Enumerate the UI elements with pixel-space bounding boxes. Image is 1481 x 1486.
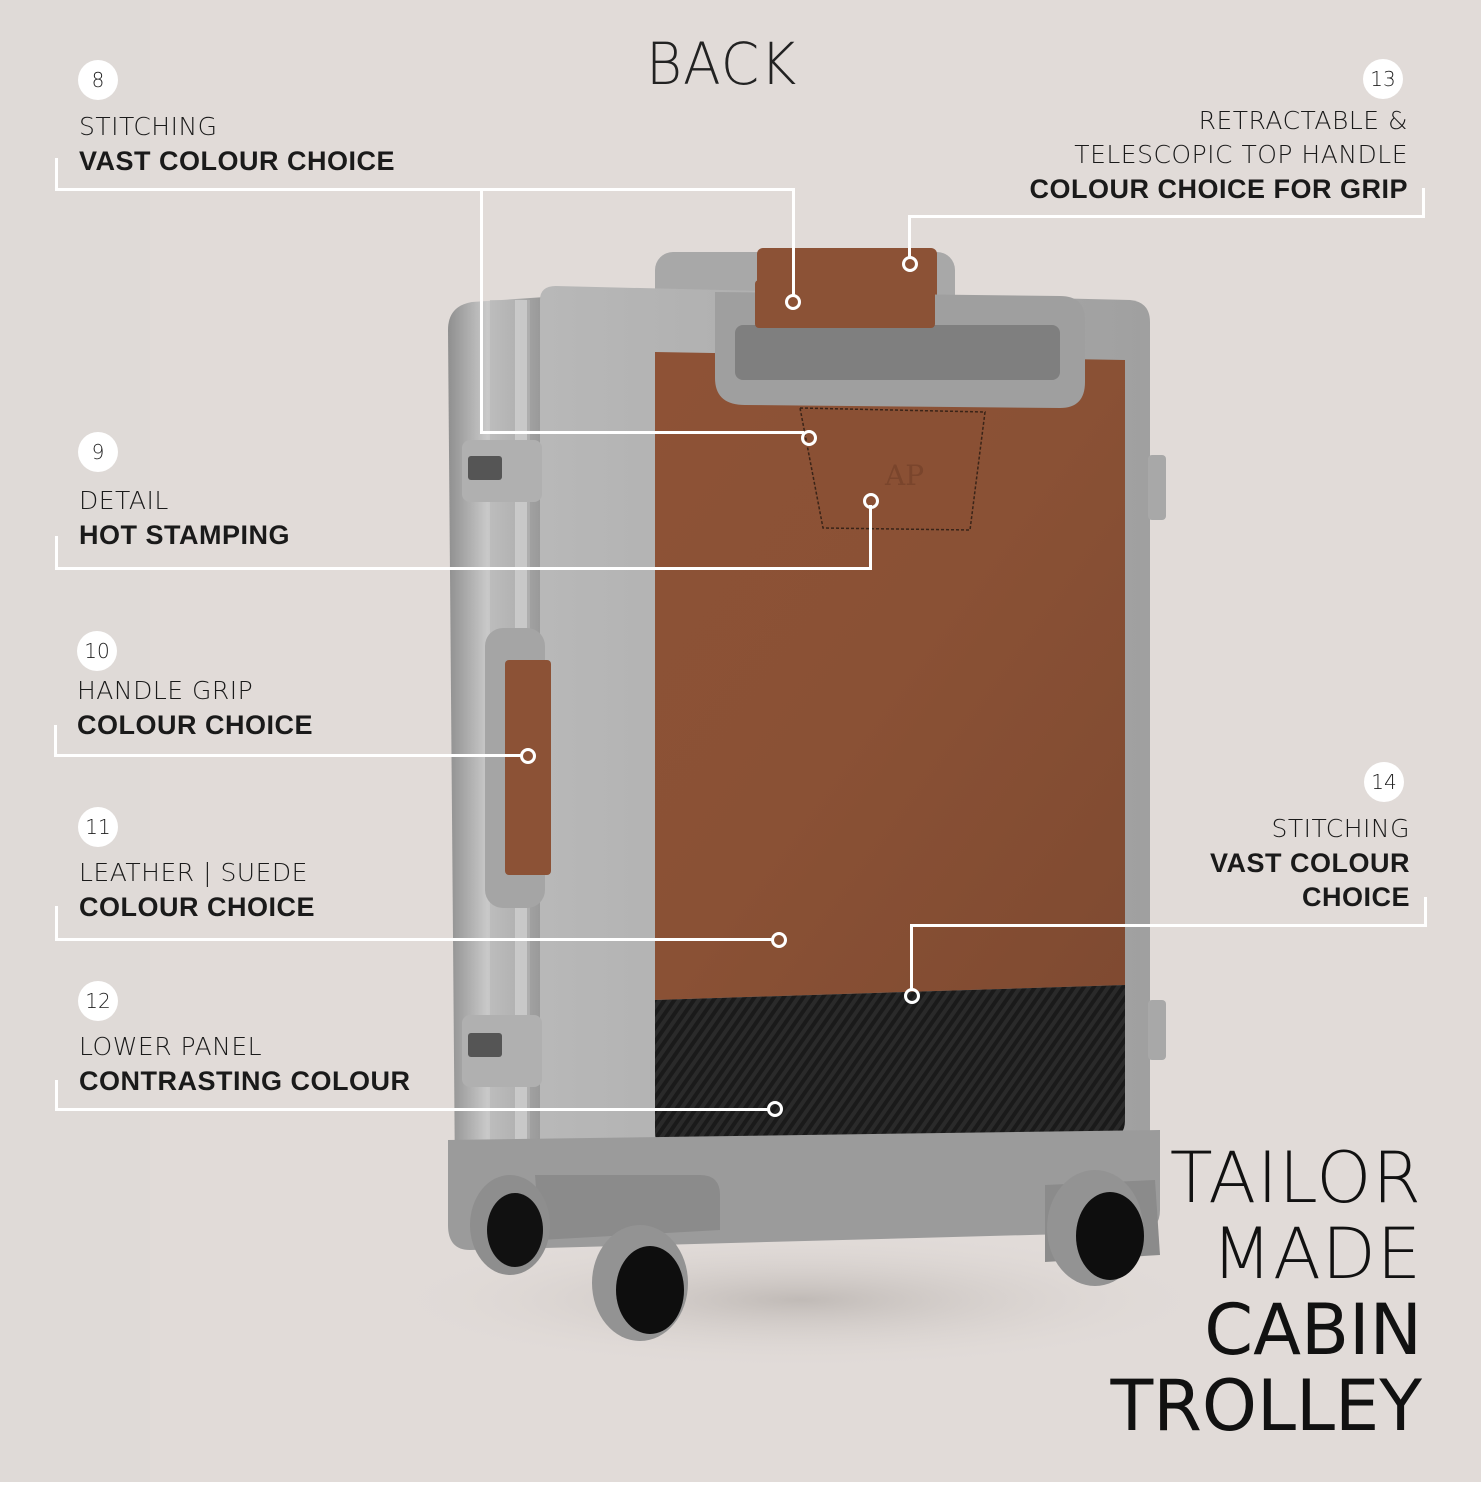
- callout-11-subtitle: COLOUR CHOICE: [79, 892, 315, 922]
- callout-13-title: RETRACTABLE &: [1198, 106, 1408, 135]
- callout-14-marker-icon[interactable]: [904, 988, 920, 1004]
- callout-13-label: RETRACTABLE & TELESCOPIC TOP HANDLE COLO…: [1029, 104, 1408, 206]
- callout-14-leader: [1424, 897, 1427, 927]
- callout-14-leader: [910, 924, 913, 990]
- callout-11-marker-icon[interactable]: [771, 932, 787, 948]
- callout-12-leader: [55, 1080, 58, 1111]
- callout-14-subtitle-cont: CHOICE: [1301, 882, 1410, 912]
- monogram-stamp: AP: [884, 459, 924, 492]
- callout-13-marker-icon[interactable]: [902, 256, 918, 272]
- callout-11-title: LEATHER | SUEDE: [79, 858, 308, 887]
- callout-8-leader: [55, 188, 795, 191]
- callout-number-14: 14: [1364, 762, 1404, 802]
- callout-8-marker-icon[interactable]: [785, 294, 801, 310]
- callout-10-leader: [54, 754, 522, 757]
- callout-10-label: HANDLE GRIP COLOUR CHOICE: [77, 674, 313, 742]
- callout-13-leader: [1422, 188, 1425, 218]
- callout-number-8: 8: [78, 60, 118, 100]
- callout-10-subtitle: COLOUR CHOICE: [77, 710, 313, 740]
- callout-13-subtitle: COLOUR CHOICE FOR GRIP: [1029, 174, 1408, 204]
- callout-13-leader: [908, 215, 911, 257]
- callout-10-marker-icon[interactable]: [520, 748, 536, 764]
- callout-number-10: 10: [77, 631, 117, 671]
- callout-11-leader: [55, 906, 58, 941]
- callout-13-leader: [908, 215, 1425, 218]
- callout-14-title: STITCHING: [1271, 814, 1410, 843]
- callout-number-11: 11: [78, 807, 118, 847]
- headline-line-3: CABIN: [1204, 1289, 1422, 1371]
- view-label: BACK: [646, 30, 798, 98]
- callout-8-leader: [480, 188, 483, 433]
- callout-9-leader: [55, 567, 872, 570]
- callout-8-subtitle: VAST COLOUR CHOICE: [79, 146, 396, 176]
- callout-10-title: HANDLE GRIP: [77, 676, 254, 705]
- headline-line-2: MADE: [1211, 1213, 1422, 1295]
- callout-14-label: STITCHING VAST COLOUR CHOICE: [1210, 812, 1410, 914]
- callout-9-subtitle: HOT STAMPING: [79, 520, 290, 550]
- callout-12-title: LOWER PANEL: [79, 1032, 263, 1061]
- headline-line-1: TAILOR: [1169, 1137, 1422, 1219]
- headline-line-4: TROLLEY: [1110, 1365, 1422, 1447]
- callout-8-label: STITCHING VAST COLOUR CHOICE: [79, 110, 395, 178]
- callout-12-label: LOWER PANEL CONTRASTING COLOUR: [79, 1030, 410, 1098]
- callout-9-leader: [869, 505, 872, 570]
- callout-8-leader: [792, 188, 795, 296]
- callout-12-leader: [55, 1108, 769, 1111]
- callout-10-leader: [54, 725, 57, 757]
- callout-12-subtitle: CONTRASTING COLOUR: [79, 1066, 411, 1096]
- callout-11-label: LEATHER | SUEDE COLOUR CHOICE: [79, 856, 315, 924]
- callout-number-9: 9: [78, 432, 118, 472]
- callout-13-title-cont: TELESCOPIC TOP HANDLE: [1074, 140, 1408, 169]
- callout-number-12: 12: [78, 981, 118, 1021]
- callout-number-13: 13: [1363, 59, 1403, 99]
- callout-11-leader: [55, 938, 773, 941]
- callout-9-marker-icon[interactable]: [863, 493, 879, 509]
- callout-8-title: STITCHING: [79, 112, 218, 141]
- callout-14-leader: [910, 924, 1427, 927]
- callout-8-leader: [480, 431, 804, 434]
- product-headline: TAILOR MADE CABIN TROLLEY: [1111, 1140, 1422, 1444]
- callout-8-marker-icon[interactable]: [801, 430, 817, 446]
- callout-12-marker-icon[interactable]: [767, 1101, 783, 1117]
- wheel-icon: [470, 1170, 1144, 1341]
- callout-9-title: DETAIL: [79, 486, 169, 515]
- callout-9-label: DETAIL HOT STAMPING: [79, 484, 290, 552]
- callout-8-leader: [55, 158, 58, 191]
- callout-9-leader: [55, 536, 58, 570]
- callout-14-subtitle: VAST COLOUR: [1210, 848, 1410, 878]
